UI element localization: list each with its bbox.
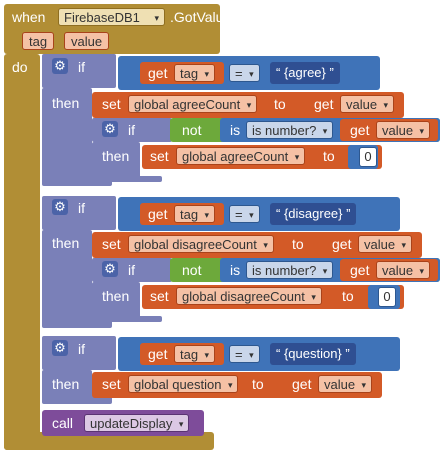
to-label: to	[274, 96, 286, 112]
tag-dropdown[interactable]: tag▾	[174, 345, 216, 363]
chevron-down-icon: ▾	[154, 13, 159, 23]
chevron-down-icon: ▾	[204, 350, 210, 360]
if-label: if	[78, 200, 85, 216]
event-handler-footer	[4, 432, 214, 450]
is-label: is	[230, 262, 241, 278]
value-dropdown[interactable]: value▾	[376, 261, 431, 279]
is-number-dropdown[interactable]: is number?▾	[246, 261, 334, 279]
value-dropdown[interactable]: value▾	[376, 121, 431, 139]
is-number-dropdown[interactable]: is number?▾	[246, 121, 334, 139]
gear-icon[interactable]: ⚙	[102, 121, 118, 137]
chevron-down-icon: ▾	[311, 292, 316, 302]
chevron-down-icon: ▾	[249, 210, 254, 220]
chevron-down-icon: ▾	[227, 380, 233, 390]
when-label: when	[12, 9, 46, 25]
get-label: get	[332, 236, 352, 252]
chevron-down-icon: ▾	[322, 126, 328, 136]
do-label: do	[12, 59, 28, 75]
gear-icon[interactable]: ⚙	[52, 199, 68, 215]
to-label: to	[323, 148, 335, 164]
to-label: to	[252, 376, 264, 392]
set-label: set	[102, 376, 121, 392]
to-label: to	[342, 288, 354, 304]
variable-dropdown-question[interactable]: global question▾	[128, 375, 239, 393]
tag-dropdown[interactable]: tag▾	[174, 205, 216, 223]
chevron-down-icon: ▾	[383, 100, 389, 110]
variable-dropdown-agreecount[interactable]: global agreeCount▾	[128, 95, 258, 113]
get-label: get	[292, 376, 312, 392]
if-block-disagree-footer	[42, 318, 112, 328]
if-block-agree-footer	[42, 176, 112, 186]
chevron-down-icon: ▾	[249, 69, 254, 79]
then-label: then	[102, 148, 130, 164]
procedure-dropdown[interactable]: updateDisplay▾	[84, 414, 190, 432]
if-label: if	[128, 262, 135, 278]
then-label: then	[52, 235, 80, 251]
number-zero[interactable]: 0	[359, 147, 377, 167]
if-block-question-footer	[42, 394, 112, 404]
if-block-agree-rail	[42, 88, 92, 184]
chevron-down-icon: ▾	[419, 266, 425, 276]
value-dropdown[interactable]: value▾	[318, 375, 373, 393]
inner-if-block-disagree-rail	[92, 282, 140, 322]
variable-dropdown-agreecount[interactable]: global agreeCount▾	[176, 147, 306, 165]
inner-if-block-agree-rail	[92, 142, 140, 182]
chevron-down-icon: ▾	[294, 152, 300, 162]
call-label: call	[52, 415, 74, 431]
tag-dropdown[interactable]: tag▾	[174, 64, 216, 82]
value-dropdown[interactable]: value▾	[358, 235, 413, 253]
equals-dropdown[interactable]: =▾	[229, 205, 260, 223]
get-label: get	[350, 122, 370, 138]
value-dropdown[interactable]: value▾	[340, 95, 395, 113]
number-zero[interactable]: 0	[378, 287, 396, 307]
gear-icon[interactable]: ⚙	[102, 261, 118, 277]
if-label: if	[128, 122, 135, 138]
text-literal-question[interactable]: “ {question} ”	[270, 343, 356, 365]
equals-dropdown[interactable]: =▾	[229, 345, 260, 363]
set-label: set	[150, 288, 169, 304]
set-label: set	[102, 236, 121, 252]
gear-icon[interactable]: ⚙	[52, 58, 68, 74]
chevron-down-icon: ▾	[419, 126, 425, 136]
variable-dropdown-disagreecount[interactable]: global disagreeCount▾	[128, 235, 274, 253]
get-label: get	[350, 262, 370, 278]
component-dropdown[interactable]: FirebaseDB1▾	[58, 8, 165, 26]
not-label: not	[182, 262, 202, 278]
not-label: not	[182, 122, 202, 138]
then-label: then	[52, 95, 80, 111]
if-label: if	[78, 341, 85, 357]
chevron-down-icon: ▾	[249, 350, 254, 360]
variable-dropdown-disagreecount[interactable]: global disagreeCount▾	[176, 287, 322, 305]
inner-if-block-disagree-footer	[92, 316, 162, 322]
chevron-down-icon: ▾	[401, 240, 407, 250]
chevron-down-icon: ▾	[361, 380, 367, 390]
set-label: set	[102, 96, 121, 112]
param-tag[interactable]: tag	[22, 32, 55, 50]
then-label: then	[102, 288, 130, 304]
chevron-down-icon: ▾	[246, 100, 252, 110]
get-label: get	[148, 65, 168, 81]
then-label: then	[52, 376, 80, 392]
param-value[interactable]: value	[64, 32, 110, 50]
chevron-down-icon: ▾	[204, 210, 210, 220]
if-block-disagree-rail	[42, 230, 92, 326]
inner-if-block-agree-footer	[92, 176, 162, 182]
get-label: get	[314, 96, 334, 112]
get-label: get	[148, 346, 168, 362]
is-label: is	[230, 122, 241, 138]
event-name: .GotValue	[170, 9, 232, 25]
text-literal-agree[interactable]: “ {agree} ”	[270, 62, 340, 84]
get-label: get	[148, 206, 168, 222]
chevron-down-icon: ▾	[322, 266, 328, 276]
set-label: set	[150, 148, 169, 164]
text-literal-disagree[interactable]: “ {disagree} ”	[270, 203, 357, 225]
gear-icon[interactable]: ⚙	[52, 340, 68, 356]
event-handler-body-rail	[4, 54, 40, 450]
chevron-down-icon: ▾	[178, 419, 184, 429]
if-label: if	[78, 59, 85, 75]
chevron-down-icon: ▾	[263, 240, 268, 250]
equals-dropdown[interactable]: =▾	[229, 64, 260, 82]
chevron-down-icon: ▾	[204, 69, 210, 79]
to-label: to	[292, 236, 304, 252]
